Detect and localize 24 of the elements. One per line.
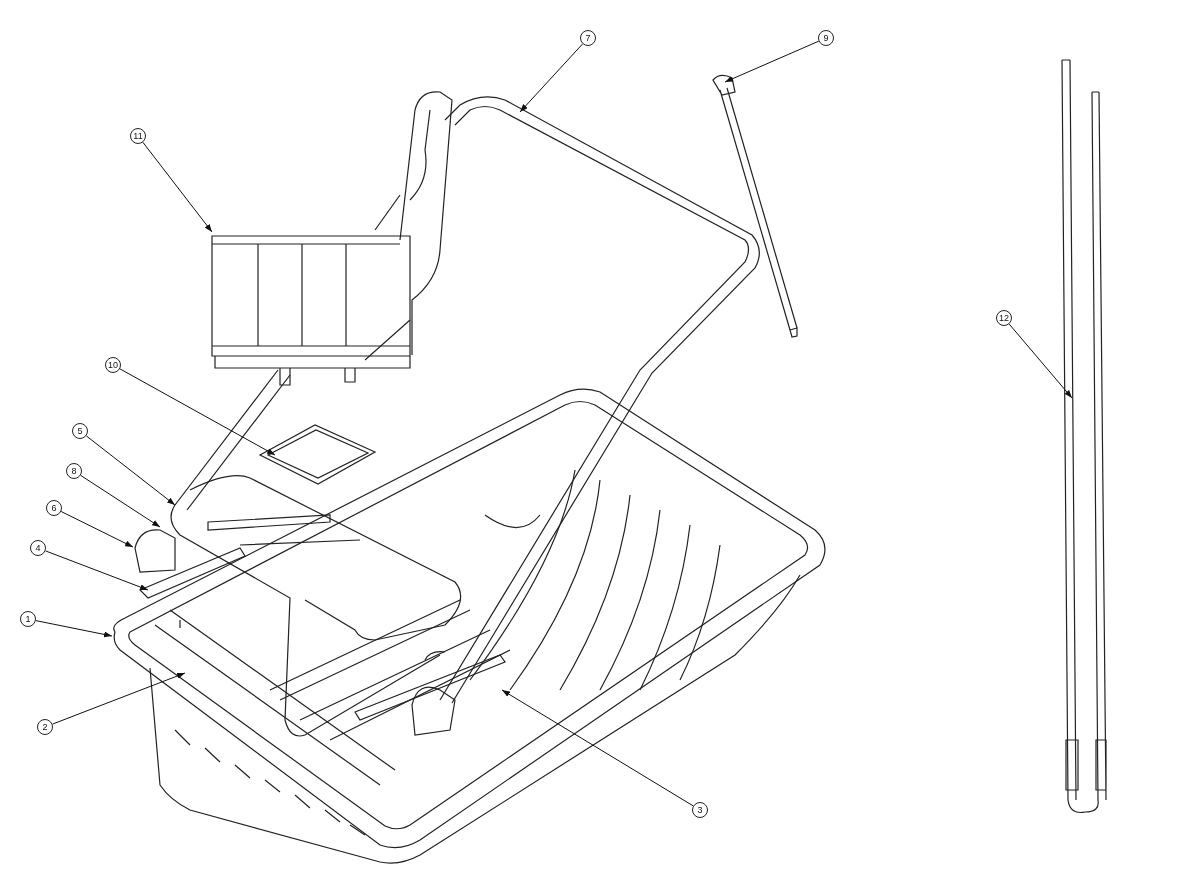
callout-number: 3	[692, 802, 708, 818]
callout-number: 9	[818, 30, 834, 46]
leader-line	[85, 435, 176, 506]
callout-number: 10	[105, 357, 121, 373]
callout-number: 2	[37, 719, 53, 735]
leader-line	[1008, 323, 1073, 399]
leader-line	[45, 550, 149, 591]
leader-line	[501, 689, 694, 807]
leader-line	[80, 474, 161, 528]
callout-number: 12	[996, 310, 1012, 326]
callout-number: 11	[130, 128, 146, 144]
callout-number: 7	[580, 30, 596, 46]
callout-number: 5	[72, 423, 88, 439]
leader-line	[142, 141, 213, 233]
leader-line	[724, 40, 820, 83]
callout-number: 6	[46, 500, 62, 516]
callout-number: 1	[20, 611, 36, 627]
leader-line	[119, 368, 276, 456]
leader-line	[60, 511, 134, 548]
callout-number: 8	[66, 463, 82, 479]
callout-number: 4	[30, 540, 46, 556]
leader-line	[35, 620, 113, 638]
leader-line	[52, 672, 186, 725]
leader-line	[519, 43, 584, 113]
